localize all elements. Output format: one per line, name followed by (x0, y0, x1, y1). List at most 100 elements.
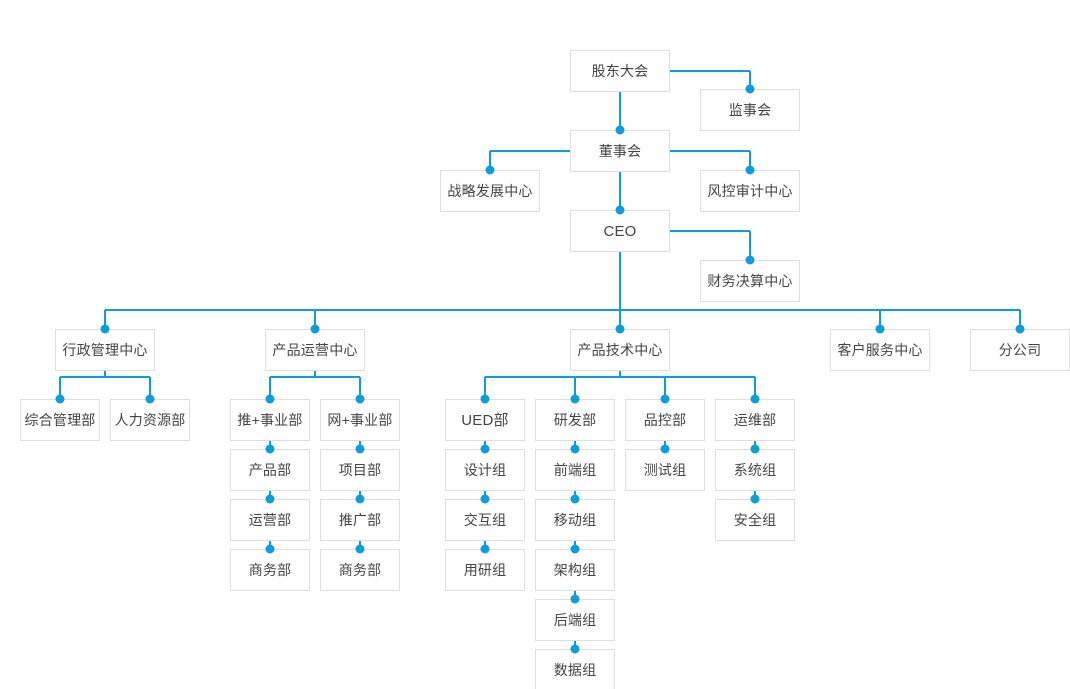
org-node-label: 分公司 (998, 342, 1042, 358)
org-node-label: 人力资源部 (114, 412, 186, 428)
connector-dot (745, 165, 755, 175)
connector-dot (480, 444, 490, 454)
org-node[interactable]: 研发部 (535, 399, 615, 441)
connector-dot (355, 494, 365, 504)
org-node[interactable]: 数据组 (535, 649, 615, 689)
org-node[interactable]: 产品技术中心 (570, 329, 670, 371)
connector-dot (570, 494, 580, 504)
connector-dot (480, 494, 490, 504)
connector-dot (265, 394, 275, 404)
org-node[interactable]: 董事会 (570, 130, 670, 172)
connector-dot (615, 125, 625, 135)
org-node[interactable]: 运维部 (715, 399, 795, 441)
org-node[interactable]: 行政管理中心 (55, 329, 155, 371)
org-node-label: 行政管理中心 (62, 342, 148, 358)
org-node[interactable]: 分公司 (970, 329, 1070, 371)
org-node[interactable]: 用研组 (445, 549, 525, 591)
org-node[interactable]: UED部 (445, 399, 525, 441)
org-node-label: 风控审计中心 (707, 183, 793, 199)
org-node-label: 财务决算中心 (707, 273, 793, 289)
org-node-label: CEO (603, 222, 637, 240)
org-node-label: 项目部 (338, 462, 382, 478)
connector-dot (750, 494, 760, 504)
connector-dot (355, 544, 365, 554)
org-node[interactable]: 后端组 (535, 599, 615, 641)
org-node-label: 后端组 (553, 612, 597, 628)
org-node-label: 战略发展中心 (447, 183, 533, 199)
connector-dot (480, 544, 490, 554)
org-node-label: 推+事业部 (237, 412, 303, 428)
org-node-label: 综合管理部 (24, 412, 96, 428)
org-node[interactable]: 商务部 (320, 549, 400, 591)
org-node[interactable]: 财务决算中心 (700, 260, 800, 302)
org-node[interactable]: 架构组 (535, 549, 615, 591)
org-node[interactable]: CEO (570, 210, 670, 252)
org-node[interactable]: 安全组 (715, 499, 795, 541)
org-node-label: 品控部 (643, 412, 687, 428)
connector-dot (660, 394, 670, 404)
connector-dot (750, 444, 760, 454)
org-node-label: 架构组 (553, 562, 597, 578)
connector-dot (310, 324, 320, 334)
org-node-label: 客户服务中心 (837, 342, 923, 358)
connector-dot (570, 644, 580, 654)
org-node-label: 设计组 (463, 462, 507, 478)
org-node-label: 商务部 (338, 562, 382, 578)
org-node-label: 前端组 (553, 462, 597, 478)
org-node[interactable]: 前端组 (535, 449, 615, 491)
org-node[interactable]: 移动组 (535, 499, 615, 541)
connector-dot (55, 394, 65, 404)
org-node-label: 测试组 (643, 462, 687, 478)
connector-dot (570, 594, 580, 604)
org-node-label: 商务部 (248, 562, 292, 578)
org-node[interactable]: 系统组 (715, 449, 795, 491)
org-node-label: 股东大会 (591, 63, 649, 79)
org-node-label: 数据组 (553, 662, 597, 678)
org-node[interactable]: 客户服务中心 (830, 329, 930, 371)
org-node[interactable]: 运营部 (230, 499, 310, 541)
org-node-label: 产品技术中心 (577, 342, 663, 358)
org-node[interactable]: 设计组 (445, 449, 525, 491)
connector-dot (265, 544, 275, 554)
org-node[interactable]: 项目部 (320, 449, 400, 491)
org-node[interactable]: 产品运营中心 (265, 329, 365, 371)
connector-dot (355, 444, 365, 454)
connector-dot (570, 544, 580, 554)
org-node[interactable]: 推+事业部 (230, 399, 310, 441)
org-node[interactable]: 交互组 (445, 499, 525, 541)
connector-dot (485, 165, 495, 175)
org-node[interactable]: 风控审计中心 (700, 170, 800, 212)
org-node-label: 交互组 (463, 512, 507, 528)
org-node-label: 运维部 (733, 412, 777, 428)
connector-dot (750, 394, 760, 404)
org-node-label: 董事会 (598, 143, 642, 159)
org-node[interactable]: 品控部 (625, 399, 705, 441)
connector-dot (570, 444, 580, 454)
connector-dot (745, 84, 755, 94)
org-node-label: 产品运营中心 (272, 342, 358, 358)
connector-dot (615, 205, 625, 215)
connector-dot (570, 394, 580, 404)
org-node[interactable]: 股东大会 (570, 50, 670, 92)
org-node-label: 推广部 (338, 512, 382, 528)
org-node-label: 产品部 (248, 462, 292, 478)
connector-dot (1015, 324, 1025, 334)
connector-dot (265, 494, 275, 504)
connector-dot (145, 394, 155, 404)
org-node-label: UED部 (461, 411, 509, 429)
org-node[interactable]: 推广部 (320, 499, 400, 541)
org-node[interactable]: 产品部 (230, 449, 310, 491)
org-node-label: 网+事业部 (327, 412, 393, 428)
org-node[interactable]: 网+事业部 (320, 399, 400, 441)
org-node[interactable]: 测试组 (625, 449, 705, 491)
org-node[interactable]: 综合管理部 (20, 399, 100, 441)
org-node[interactable]: 战略发展中心 (440, 170, 540, 212)
org-node[interactable]: 人力资源部 (110, 399, 190, 441)
org-node[interactable]: 商务部 (230, 549, 310, 591)
connector-dot (265, 444, 275, 454)
org-node[interactable]: 监事会 (700, 89, 800, 131)
org-node-label: 研发部 (553, 412, 597, 428)
connector-dot (660, 444, 670, 454)
connector-dot (745, 255, 755, 265)
